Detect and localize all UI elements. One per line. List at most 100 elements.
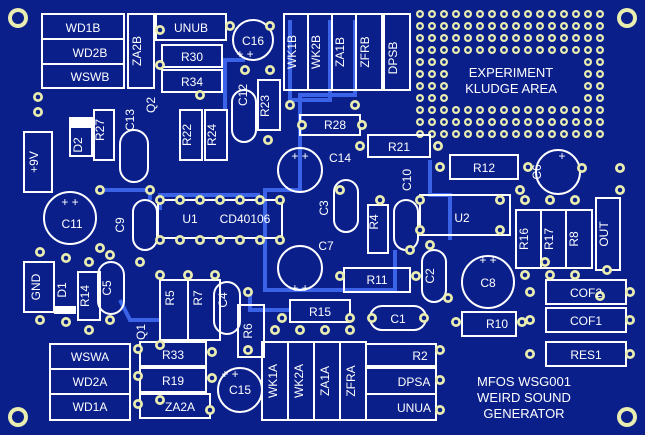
pad-hole — [418, 96, 422, 100]
label-c1: C1 — [390, 312, 406, 326]
pad-hole — [490, 12, 494, 16]
label-r24: R24 — [205, 124, 219, 146]
pad-hole — [527, 289, 533, 295]
pad-hole — [217, 237, 223, 243]
pad-hole — [137, 259, 143, 265]
label-c11: C11 — [61, 217, 82, 231]
pad-hole — [322, 327, 328, 333]
pad-hole — [257, 237, 263, 243]
pad-hole — [598, 60, 602, 64]
label-wd1a: WD1A — [73, 400, 108, 414]
pad-hole — [478, 12, 482, 16]
pad-hole — [337, 187, 343, 193]
pad-hole — [522, 272, 528, 278]
pad-hole — [562, 120, 566, 124]
pad-hole — [526, 120, 530, 124]
pad-hole — [562, 36, 566, 40]
pad-hole — [135, 346, 141, 352]
pad-hole — [430, 12, 434, 16]
label-cof1: COF1 — [570, 314, 602, 328]
pad-hole — [157, 62, 163, 68]
label-r12: R12 — [473, 161, 495, 175]
label-r19: R19 — [162, 374, 184, 388]
label-c5: C5 — [100, 280, 114, 296]
label-wk2a: WK2A — [292, 364, 306, 398]
pad-hole — [574, 12, 578, 16]
pad-hole — [454, 132, 458, 136]
pad-hole — [177, 237, 183, 243]
pad-hole — [418, 84, 422, 88]
label-out: OUT — [597, 221, 611, 247]
pad-hole — [550, 36, 554, 40]
label-unub: UNUB — [174, 21, 208, 35]
pad-hole — [242, 67, 248, 73]
pad-hole — [437, 377, 443, 383]
pad-hole — [430, 108, 434, 112]
pad-hole — [63, 255, 69, 261]
pad-hole — [502, 120, 506, 124]
pad-hole — [538, 24, 542, 28]
pad-hole — [478, 48, 482, 52]
pad-hole — [572, 197, 578, 203]
title-line2: WEIRD SOUND — [477, 390, 571, 405]
pad-hole — [519, 319, 525, 325]
pad-hole — [442, 48, 446, 52]
pad-hole — [209, 349, 215, 355]
svg-text:+ +: + + — [291, 281, 308, 295]
pad-hole — [466, 132, 470, 136]
pad-hole — [267, 23, 273, 29]
pad-hole — [550, 24, 554, 28]
pad-hole — [547, 197, 553, 203]
label-r21: R21 — [388, 140, 410, 154]
pad-hole — [209, 375, 215, 381]
label-unua: UNUA — [397, 401, 431, 415]
pad-hole — [478, 24, 482, 28]
pad-hole — [277, 197, 283, 203]
pad-hole — [337, 273, 343, 279]
label-r28: R28 — [324, 118, 346, 132]
pad-hole — [526, 12, 530, 16]
label-r7: R7 — [191, 290, 205, 306]
pad-hole — [522, 197, 528, 203]
label-zfra: ZFRA — [344, 365, 358, 396]
pad-hole — [538, 36, 542, 40]
pad-hole — [347, 327, 353, 333]
pad-hole — [490, 48, 494, 52]
label-u1: U1 — [182, 212, 198, 226]
pad-hole — [197, 237, 203, 243]
pad-hole — [514, 108, 518, 112]
label-gnd: GND — [29, 273, 43, 300]
pad-hole — [442, 12, 446, 16]
pad-hole — [135, 373, 141, 379]
label-za1b: ZA1B — [333, 37, 347, 67]
label-c13: C13 — [123, 109, 137, 131]
pad-hole — [347, 315, 353, 321]
label-q2: Q2 — [144, 97, 158, 113]
pad-hole — [430, 60, 434, 64]
pad-hole — [627, 289, 633, 295]
pad-hole — [352, 102, 358, 108]
pad-hole — [157, 342, 163, 348]
label-u2: U2 — [454, 211, 470, 225]
pad-hole — [466, 12, 470, 16]
pad-hole — [107, 252, 113, 258]
pad-hole — [586, 84, 590, 88]
pad-hole — [237, 237, 243, 243]
label-r10: R10 — [486, 317, 508, 331]
pad-hole — [430, 96, 434, 100]
svg-text:+: + — [558, 149, 565, 163]
pad-hole — [604, 267, 610, 273]
pad-hole — [257, 197, 263, 203]
pad-hole — [442, 120, 446, 124]
pad-hole — [437, 347, 443, 353]
pad-hole — [538, 120, 542, 124]
pad-hole — [586, 36, 590, 40]
pad-hole — [514, 36, 518, 40]
pad-hole — [598, 132, 602, 136]
label-c14: C14 — [329, 151, 351, 165]
pad-hole — [617, 165, 623, 171]
pad-hole — [497, 227, 503, 233]
pad-hole — [598, 36, 602, 40]
pad-hole — [185, 272, 191, 278]
